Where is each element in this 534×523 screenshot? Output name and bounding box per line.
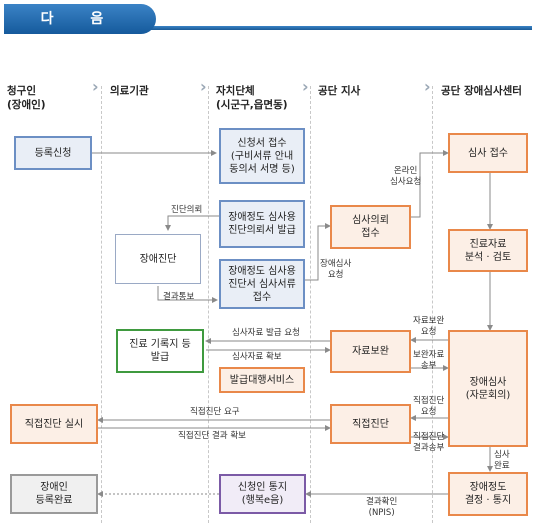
decision-notification-label: 장애정도 결정 · 통지 bbox=[464, 482, 512, 506]
review-request-receipt-label: 심사의뢰 접수 bbox=[352, 215, 389, 239]
banner-pill bbox=[4, 4, 156, 34]
direct-diagnosis-execution-box: 직접진단 실시 bbox=[10, 404, 98, 444]
documents-receipt-label: 장애정도 심사용 진단서 심사서류 접수 bbox=[228, 265, 296, 303]
column-separator bbox=[208, 86, 209, 523]
review-committee-box: 장애심사 (자문회의) bbox=[448, 330, 528, 447]
register-request-label: 등록신청 bbox=[34, 147, 72, 159]
direct-diagnosis-result2-label: 직접진단 결과송부 bbox=[413, 432, 445, 453]
records-issue-label: 진료 기록지 등 발급 bbox=[129, 339, 191, 363]
column-claimant: 청구인 (장애인) bbox=[7, 84, 46, 112]
application-receipt-label: 신청서 접수 (구비서류 안내 동의서 서명 등) bbox=[229, 137, 295, 175]
direct-diagnosis-result-label: 직접진단 결과 확보 bbox=[178, 431, 246, 441]
column-claimant-title: 청구인 bbox=[7, 85, 36, 97]
arrow-review-request bbox=[305, 223, 331, 281]
column-separator bbox=[101, 86, 102, 523]
column-claimant-subtitle: (장애인) bbox=[7, 99, 46, 111]
documents-receipt-box: 장애정도 심사용 진단서 심사서류 접수 bbox=[219, 259, 305, 309]
applicant-notification-label: 신청인 통지 (행복e음) bbox=[237, 482, 288, 506]
disability-diagnosis-label: 장애진단 bbox=[139, 253, 177, 265]
supplement-submit-label: 보완자료 송부 bbox=[413, 350, 445, 371]
banner-underline bbox=[144, 26, 532, 30]
column-local-gov-subtitle: (시군구,읍면동) bbox=[216, 99, 288, 111]
data-secure-label: 심사자료 확보 bbox=[232, 352, 282, 362]
header-banner: 다 음 bbox=[4, 4, 532, 34]
record-analysis-label: 진료자료 분석 · 검토 bbox=[464, 238, 512, 263]
column-branch: 공단 지사 bbox=[318, 84, 360, 98]
direct-diagnosis-request-label: 직접진단 요구 bbox=[190, 407, 240, 417]
column-medical: 의료기관 bbox=[110, 84, 149, 98]
direct-diagnosis-label: 직접진단 bbox=[352, 418, 389, 430]
review-request-receipt-box: 심사의뢰 접수 bbox=[330, 205, 411, 249]
review-receipt-label: 심사 접수 bbox=[468, 147, 508, 159]
column-center: 공단 장애심사센터 bbox=[441, 84, 522, 98]
diagnosis-request-issue-box: 장애정도 심사용 진단의뢰서 발급 bbox=[219, 200, 305, 248]
column-medical-title: 의료기관 bbox=[110, 85, 149, 97]
direct-diagnosis-execution-label: 직접진단 실시 bbox=[24, 418, 84, 430]
banner-title: 다 음 bbox=[40, 11, 120, 27]
record-analysis-box: 진료자료 분석 · 검토 bbox=[448, 229, 528, 272]
disability-diagnosis-box: 장애진단 bbox=[115, 234, 201, 284]
result-check-label: 결과확인 (NPIS) bbox=[366, 497, 398, 518]
column-center-title: 공단 장애심사센터 bbox=[441, 85, 522, 97]
diagnosis-request-issue-label: 장애정도 심사용 진단의뢰서 발급 bbox=[228, 212, 296, 236]
arrow-result-notice bbox=[157, 286, 218, 303]
review-committee-label: 장애심사 (자문회의) bbox=[465, 376, 511, 401]
data-issue-request-label: 심사자료 발급 요청 bbox=[232, 328, 300, 338]
supplement-request-label: 자료보완 요청 bbox=[413, 316, 445, 337]
register-request-box: 등록신청 bbox=[14, 136, 92, 170]
result-notice-label: 결과통보 bbox=[163, 292, 195, 302]
arrow-diag-request bbox=[165, 215, 219, 231]
issuing-agency-service-box: 발급대행서비스 bbox=[219, 367, 305, 393]
column-local-gov-title: 자치단체 bbox=[216, 85, 255, 97]
review-complete-label: 심사 완료 bbox=[494, 450, 510, 471]
records-issue-box: 진료 기록지 등 발급 bbox=[116, 329, 204, 373]
chevron-right-icon: › bbox=[424, 77, 431, 96]
chevron-right-icon: › bbox=[92, 77, 99, 96]
column-separator bbox=[432, 86, 433, 523]
column-branch-title: 공단 지사 bbox=[318, 85, 361, 97]
chevron-right-icon: › bbox=[200, 77, 207, 96]
applicant-notification-box: 신청인 통지 (행복e음) bbox=[219, 474, 306, 514]
issuing-agency-service-label: 발급대행서비스 bbox=[229, 374, 295, 386]
review-receipt-box: 심사 접수 bbox=[448, 133, 528, 173]
direct-diagnosis-request2-label: 직접진단 요청 bbox=[413, 396, 445, 417]
column-separator bbox=[310, 86, 311, 523]
direct-diagnosis-box: 직접진단 bbox=[330, 404, 411, 444]
registration-complete-box: 장애인 등록완료 bbox=[10, 474, 98, 514]
disability-review-request-label: 장애심사 요청 bbox=[320, 259, 352, 280]
chevron-right-icon: › bbox=[302, 77, 309, 96]
registration-complete-label: 장애인 등록완료 bbox=[35, 482, 73, 506]
online-review-request-label: 온라인 심사요청 bbox=[390, 166, 422, 187]
diagnosis-request-label: 진단의뢰 bbox=[171, 205, 203, 215]
decision-notification-box: 장애정도 결정 · 통지 bbox=[448, 472, 528, 516]
data-supplement-label: 자료보완 bbox=[352, 346, 389, 357]
column-local-gov: 자치단체 (시군구,읍면동) bbox=[216, 84, 288, 112]
application-receipt-box: 신청서 접수 (구비서류 안내 동의서 서명 등) bbox=[219, 128, 305, 184]
data-supplement-box: 자료보완 bbox=[330, 330, 411, 373]
arrow-online-review bbox=[411, 150, 449, 218]
